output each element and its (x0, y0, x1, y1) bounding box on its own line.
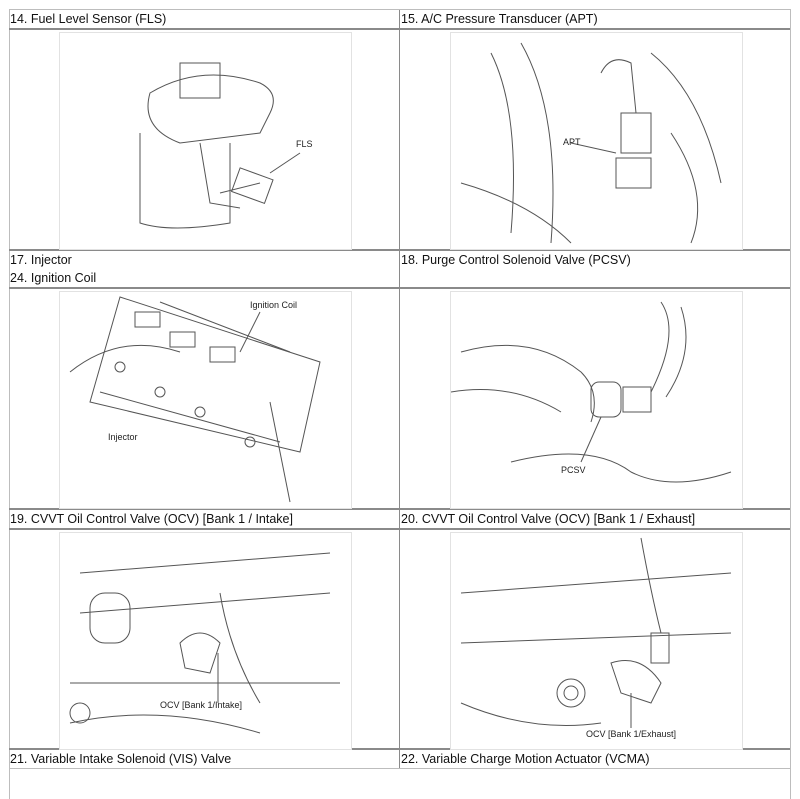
header-row-2: 17. Injector 24. Ignition Coil 18. Purge… (9, 249, 790, 289)
ocv-intake-illustration: OCV [Bank 1/Intake] (59, 532, 352, 750)
section-title-fls: 14. Fuel Level Sensor (FLS) (10, 12, 167, 26)
callout-fls: FLS (296, 139, 313, 149)
purge-valve-illustration: PCSV (450, 291, 743, 509)
component-location-table: 14. Fuel Level Sensor (FLS) 15. A/C Pres… (9, 9, 790, 769)
image-row-2: Ignition Coil Injector PCSV (9, 289, 790, 509)
callout-injector: Injector (108, 432, 138, 442)
table-left-border (9, 9, 10, 799)
callout-ocv-exhaust: OCV [Bank 1/Exhaust] (586, 729, 677, 739)
header-row-3: 19. CVVT Oil Control Valve (OCV) [Bank 1… (9, 508, 790, 530)
engine-top-injector-coil-illustration: Ignition Coil Injector (59, 291, 352, 509)
image-row-3: OCV [Bank 1/Intake] OCV [Bank 1/Exhaust] (9, 530, 790, 750)
figure-cell-fls: FLS (9, 30, 399, 250)
figure-cell-ocv-intake: OCV [Bank 1/Intake] (9, 530, 399, 750)
callout-apt: APT (563, 137, 581, 147)
section-title-ocv-intake: 19. CVVT Oil Control Valve (OCV) [Bank 1… (10, 512, 293, 526)
header-row-1: 14. Fuel Level Sensor (FLS) 15. A/C Pres… (9, 9, 790, 30)
header-row-4: 21. Variable Intake Solenoid (VIS) Valve… (9, 748, 790, 769)
section-title-pcsv: 18. Purge Control Solenoid Valve (PCSV) (399, 251, 789, 287)
figure-cell-apt: APT (399, 30, 789, 250)
section-title-injector: 17. Injector (10, 253, 72, 267)
fuel-pump-assembly-illustration: FLS (59, 32, 352, 250)
section-title-vcma: 22. Variable Charge Motion Actuator (VCM… (399, 750, 789, 768)
callout-ocv-intake: OCV [Bank 1/Intake] (160, 700, 243, 710)
callout-ignition-coil: Ignition Coil (250, 300, 298, 310)
ocv-exhaust-illustration: OCV [Bank 1/Exhaust] (450, 532, 743, 750)
section-title-injector-coil: 17. Injector 24. Ignition Coil (9, 251, 399, 287)
image-row-1: FLS APT (9, 30, 790, 250)
section-title-ocv-exhaust: 20. CVVT Oil Control Valve (OCV) [Bank 1… (399, 510, 789, 528)
section-title-ignition-coil: 24. Ignition Coil (10, 271, 97, 285)
table-right-border (790, 9, 791, 799)
ac-pressure-transducer-illustration: APT (450, 32, 743, 250)
section-title-vis: 21. Variable Intake Solenoid (VIS) Valve (10, 752, 232, 766)
figure-cell-injector-coil: Ignition Coil Injector (9, 289, 399, 509)
callout-pcsv: PCSV (561, 465, 586, 475)
figure-cell-ocv-exhaust: OCV [Bank 1/Exhaust] (399, 530, 789, 750)
section-title-apt: 15. A/C Pressure Transducer (APT) (399, 10, 789, 28)
figure-cell-pcsv: PCSV (399, 289, 789, 509)
